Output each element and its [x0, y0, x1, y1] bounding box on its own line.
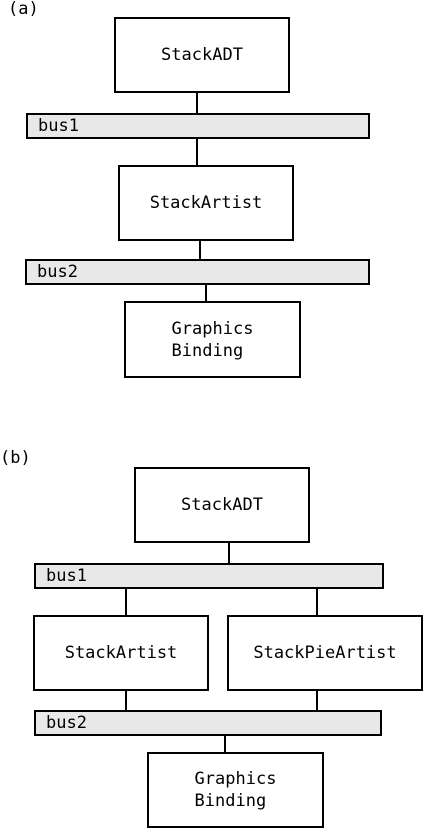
panel-a-connector-artist-bus2 — [199, 241, 201, 259]
panel-b-bus2: bus2 — [34, 710, 382, 736]
panel-a-graphics-binding-box: Graphics Binding — [124, 301, 301, 378]
panel-b-stackartist-label: StackArtist — [64, 643, 178, 663]
panel-a-stackartist-box: StackArtist — [118, 165, 294, 241]
panel-a-connector-adt-bus1 — [196, 93, 198, 113]
panel-a-binding-label: Binding — [171, 340, 244, 361]
panel-b-stackadt-box: StackADT — [134, 467, 310, 543]
panel-b-graphics-binding-box: Graphics Binding — [147, 752, 324, 828]
panel-b-stackpieartist-label: StackPieArtist — [253, 643, 397, 663]
panel-b-binding-label: Binding — [194, 791, 267, 811]
panel-b-connector-bus1-artist — [125, 589, 127, 615]
panel-a-label: (a) — [8, 0, 39, 19]
panel-a-stackadt-box: StackADT — [114, 17, 290, 93]
panel-b-connector-adt-bus1 — [228, 543, 230, 563]
panel-a-stackartist-label: StackArtist — [149, 193, 263, 213]
panel-b-bus2-label: bus2 — [46, 713, 87, 733]
panel-b-stackartist-box: StackArtist — [33, 615, 209, 691]
panel-a-bus1-label: bus1 — [38, 116, 79, 136]
panel-b-graphics-label: Graphics — [194, 769, 277, 789]
panel-b-connector-bus2-graphics — [224, 736, 226, 752]
panel-b-stackadt-label: StackADT — [181, 495, 263, 515]
panel-b-connector-bus1-pieartist — [316, 589, 318, 615]
panel-a-bus1: bus1 — [26, 113, 370, 139]
panel-b-connector-artist-bus2 — [125, 691, 127, 710]
panel-a-stackadt-label: StackADT — [161, 45, 243, 65]
panel-b-label: (b) — [0, 448, 31, 468]
panel-a-bus2-label: bus2 — [37, 262, 78, 282]
panel-a-graphics-label: Graphics — [171, 318, 254, 339]
panel-a-connector-bus1-artist — [196, 139, 198, 165]
panel-b-stackpieartist-box: StackPieArtist — [227, 615, 423, 691]
panel-a-connector-bus2-graphics — [205, 285, 207, 301]
panel-b-connector-pieartist-bus2 — [316, 691, 318, 710]
panel-b-bus1-label: bus1 — [46, 566, 87, 586]
panel-a-bus2: bus2 — [25, 259, 370, 285]
panel-b-bus1: bus1 — [34, 563, 384, 589]
